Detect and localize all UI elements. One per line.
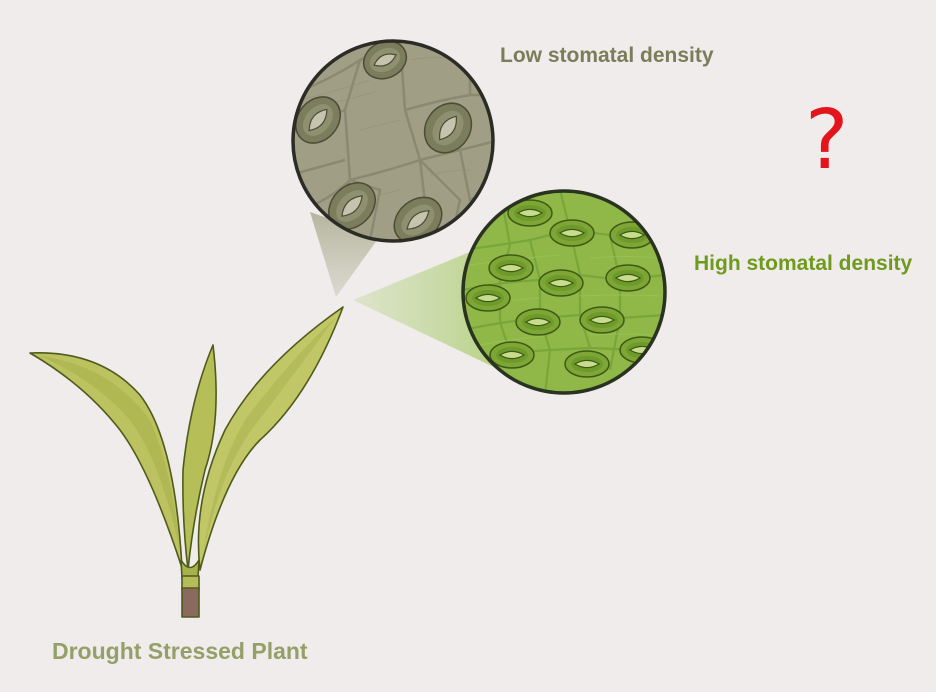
high-density-leaf-surface-icon — [461, 189, 667, 395]
stoma-icon — [549, 219, 595, 247]
stoma-icon — [488, 254, 534, 282]
stoma-icon — [619, 336, 665, 364]
low-stomatal-density-label: Low stomatal density — [500, 44, 714, 67]
stoma-icon — [295, 96, 341, 144]
plant-seedling-icon — [29, 306, 344, 618]
question-mark-icon: ? — [805, 93, 849, 188]
stoma-icon — [507, 199, 553, 227]
stoma-icon — [393, 196, 443, 241]
stoma-icon — [362, 41, 408, 80]
stoma-icon — [465, 284, 511, 312]
stoma-icon — [489, 341, 535, 369]
stoma-icon — [579, 306, 625, 334]
high-stomatal-density-label: High stomatal density — [694, 252, 913, 275]
stem-base — [181, 587, 200, 618]
stoma-icon — [564, 350, 610, 378]
stoma-icon — [538, 269, 584, 297]
drought-stressed-plant-label: Drought Stressed Plant — [52, 638, 308, 664]
stoma-icon — [605, 264, 651, 292]
stoma-icon — [328, 182, 376, 230]
low-density-leaf-surface-icon — [291, 39, 495, 243]
stoma-icon — [423, 102, 473, 154]
stoma-icon — [515, 308, 561, 336]
